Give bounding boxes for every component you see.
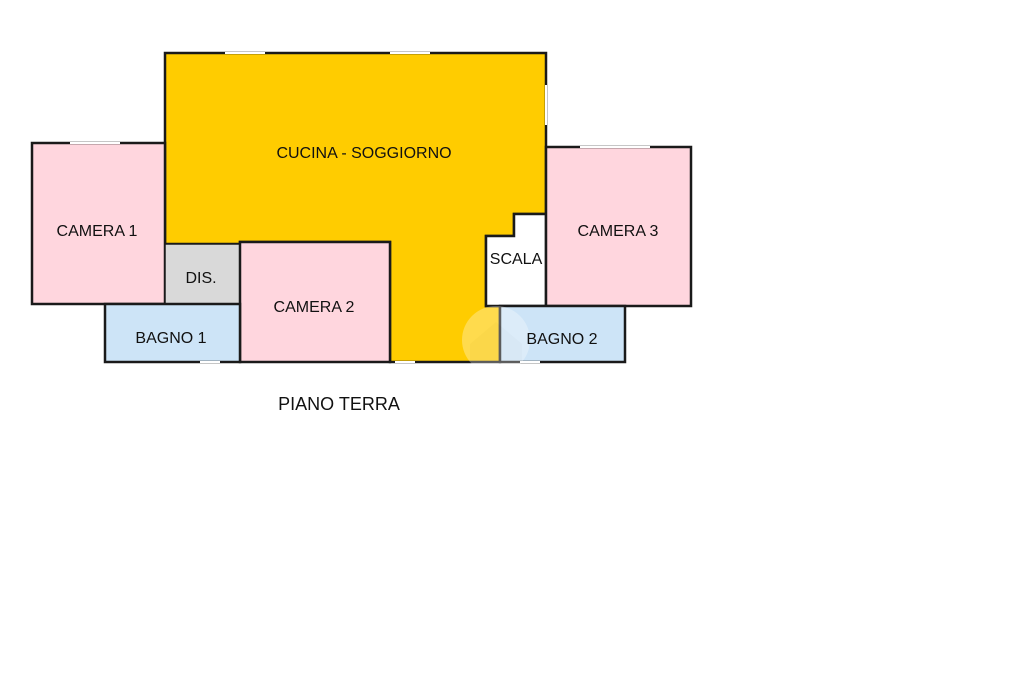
label-cucina-soggiorno: CUCINA - SOGGIORNO bbox=[276, 145, 451, 162]
label-dis: DIS. bbox=[185, 270, 216, 287]
floor-label: PIANO TERRA bbox=[278, 394, 400, 414]
watermark-house-icon bbox=[470, 322, 522, 362]
wall-openings bbox=[70, 52, 650, 363]
room-bagno-1 bbox=[103, 302, 242, 364]
label-scala: SCALA bbox=[490, 251, 543, 268]
room-camera-2 bbox=[238, 240, 392, 364]
watermark-logo-icon bbox=[462, 306, 530, 374]
label-camera-3: CAMERA 3 bbox=[578, 223, 659, 240]
label-bagno-2: BAGNO 2 bbox=[526, 331, 597, 348]
watermark-circle bbox=[462, 306, 530, 374]
label-camera-1: CAMERA 1 bbox=[57, 223, 138, 240]
label-bagno-1: BAGNO 1 bbox=[135, 330, 206, 347]
room-camera-1 bbox=[30, 141, 167, 306]
room-bagno-2 bbox=[498, 304, 627, 364]
label-camera-2: CAMERA 2 bbox=[274, 299, 355, 316]
